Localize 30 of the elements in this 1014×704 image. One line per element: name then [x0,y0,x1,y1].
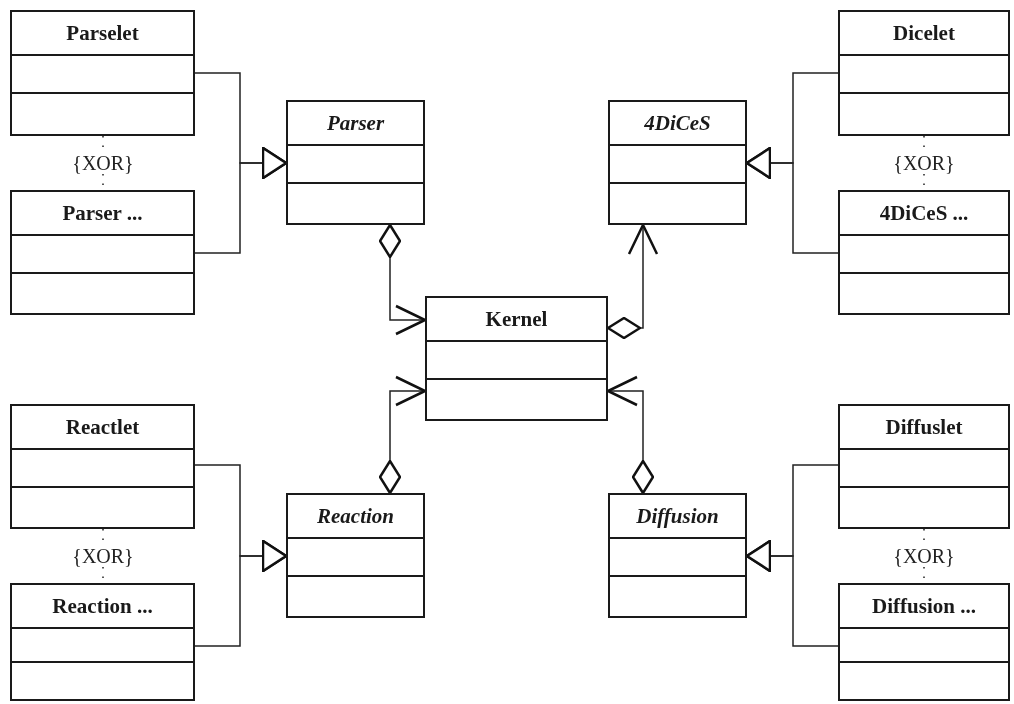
class-box [608,100,747,225]
class-name: Kernel [485,308,548,330]
class-name: 4DiCeS [644,112,711,134]
connector-arrow [378,375,427,495]
connector-arrow [194,539,288,647]
class-box [10,583,195,701]
class-name: Parser [326,112,385,134]
connector-arrow [194,146,288,254]
class-box [10,190,195,315]
class-name: Parser ... [62,202,143,224]
class-name: Reaction [317,505,394,527]
class-box [286,493,425,618]
connector-arrow [378,223,427,336]
class-name: Diffusion [636,505,719,527]
class-box [838,190,1010,315]
class-name: Parselet [66,22,139,44]
class-name: 4DiCeS ... [879,202,969,224]
class-box [425,296,608,421]
class-box [838,583,1010,701]
class-box [838,404,1010,529]
class-name: Diffusion ... [872,595,976,617]
class-name: Reactlet [65,416,140,438]
class-box [838,10,1010,136]
class-box [10,404,195,529]
class-box [608,493,747,618]
class-box [10,10,195,136]
class-name: Reaction ... [52,595,153,617]
class-name: Diffuslet [885,416,963,438]
class-name: Dicelet [893,22,955,44]
class-box [286,100,425,225]
